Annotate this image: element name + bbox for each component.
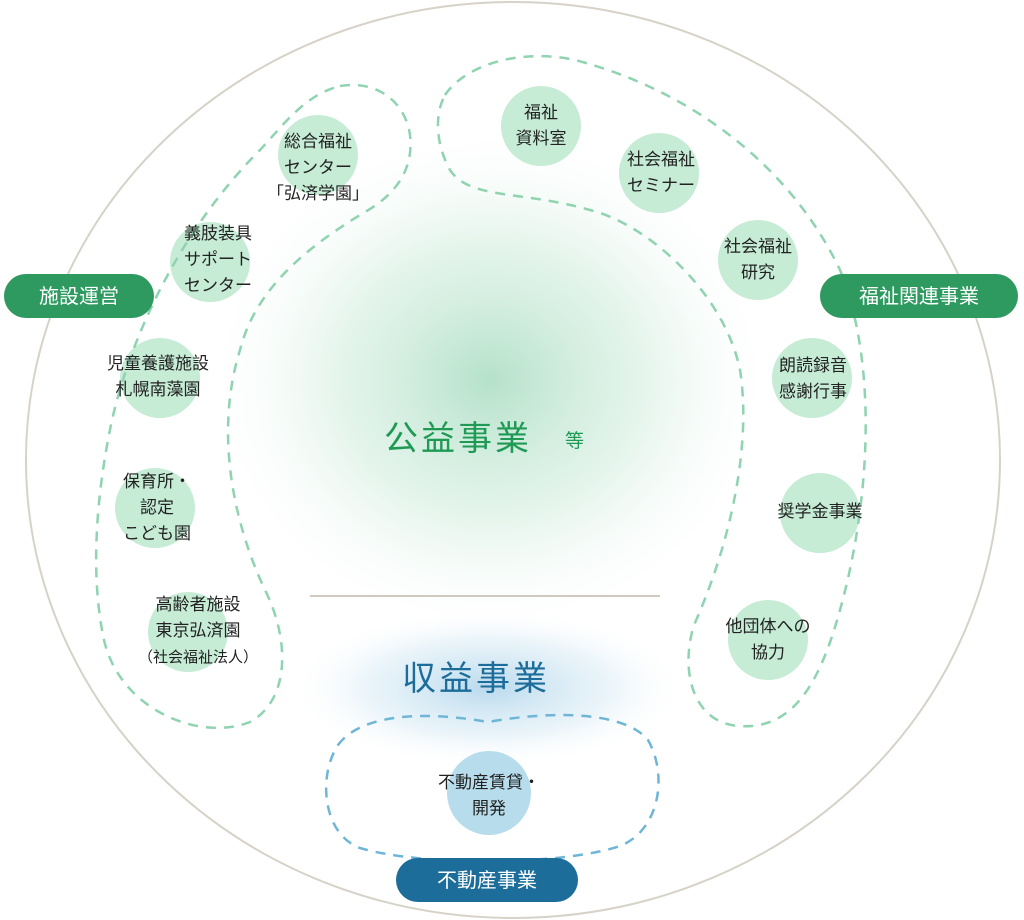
circle-kenkyu <box>718 220 798 300</box>
item-line: 他団体への <box>725 617 811 637</box>
welfare-item-shiryou: 福祉 資料室 <box>441 100 641 152</box>
item-line: 認定 <box>140 498 174 518</box>
circle-fudousan <box>447 751 531 835</box>
item-line: 児童養護施設 <box>107 354 209 374</box>
realestate-group-outline <box>324 713 660 863</box>
public-glow <box>200 120 780 640</box>
circle-shougaku <box>780 473 860 553</box>
circle-sougou <box>278 115 358 195</box>
circle-jidou <box>120 338 200 418</box>
item-line: 保育所・ <box>123 472 191 492</box>
public-business-suffix: 等 <box>565 430 585 452</box>
welfare-item-roudoku: 朗読録音 感謝行事 <box>713 353 913 405</box>
item-line: 総合福祉 <box>284 132 352 152</box>
item-line: 朗読録音 <box>779 356 847 376</box>
welfare-group-outline <box>436 54 867 728</box>
welfare-item-kyouryoku: 他団体への 協力 <box>668 614 868 666</box>
circle-shiryou <box>501 86 581 166</box>
item-line: サポート <box>184 250 252 270</box>
facility-item-sougou: 総合福祉 センター 「弘済学園」 <box>218 129 418 207</box>
public-business-label: 公益事業 <box>384 419 532 459</box>
welfare-item-kenkyu: 社会福祉 研究 <box>658 234 858 286</box>
facility-group-outline <box>94 83 412 730</box>
item-line: （社会福祉法人） <box>137 648 258 666</box>
circle-roudoku <box>772 338 852 418</box>
item-line: 高齢者施設 <box>155 595 241 615</box>
circle-hoiku <box>115 468 195 548</box>
revenue-glow <box>288 608 688 768</box>
item-line: 義肢装具 <box>184 224 252 244</box>
item-line: センター <box>184 276 252 296</box>
item-line: こども園 <box>123 524 191 544</box>
item-circles <box>115 86 860 835</box>
outer-circle <box>25 1 1001 919</box>
facility-item-jidou: 児童養護施設 札幌南藻園 <box>58 351 258 403</box>
facility-item-koreisha: 高齢者施設 東京弘済園 （社会福祉法人） <box>98 592 298 670</box>
group-label-facility: 施設運営 <box>4 274 154 318</box>
item-line: 社会福祉 <box>627 150 695 170</box>
group-label-realestate: 不動産事業 <box>396 858 578 902</box>
item-line: 開発 <box>472 799 506 819</box>
item-line: 札幌南藻園 <box>115 380 201 400</box>
revenue-business-title: 収益事業 <box>402 659 550 699</box>
item-line: 奨学金事業 <box>777 502 863 522</box>
item-line: 感謝行事 <box>779 382 847 402</box>
item-line: 社会福祉 <box>724 237 792 257</box>
facility-item-gishi: 義肢装具 サポート センター <box>118 221 318 299</box>
welfare-item-shougaku: 奨学金事業 <box>720 499 920 525</box>
circle-kyouryoku <box>728 600 808 680</box>
circle-gishi <box>170 222 250 302</box>
item-line: 協力 <box>751 643 785 663</box>
item-line: 資料室 <box>515 129 567 149</box>
public-business-title: 公益事業 <box>384 411 532 460</box>
item-line: 「弘済学園」 <box>267 184 369 204</box>
circle-seminar <box>619 133 699 213</box>
item-line: 福祉 <box>524 103 558 123</box>
circle-koreisha <box>148 592 228 672</box>
facility-item-hoiku: 保育所・ 認定 こども園 <box>57 469 257 547</box>
item-line: 研究 <box>741 263 775 283</box>
item-line: センター <box>284 158 352 178</box>
item-line: 東京弘済園 <box>155 621 241 641</box>
welfare-item-seminar: 社会福祉 セミナー <box>561 147 761 199</box>
realestate-item-chintai: 不動産賃貸・ 開発 <box>389 770 589 822</box>
item-line: セミナー <box>627 176 695 196</box>
group-label-welfare: 福祉関連事業 <box>820 274 1018 318</box>
item-line: 不動産賃貸・ <box>438 773 540 793</box>
